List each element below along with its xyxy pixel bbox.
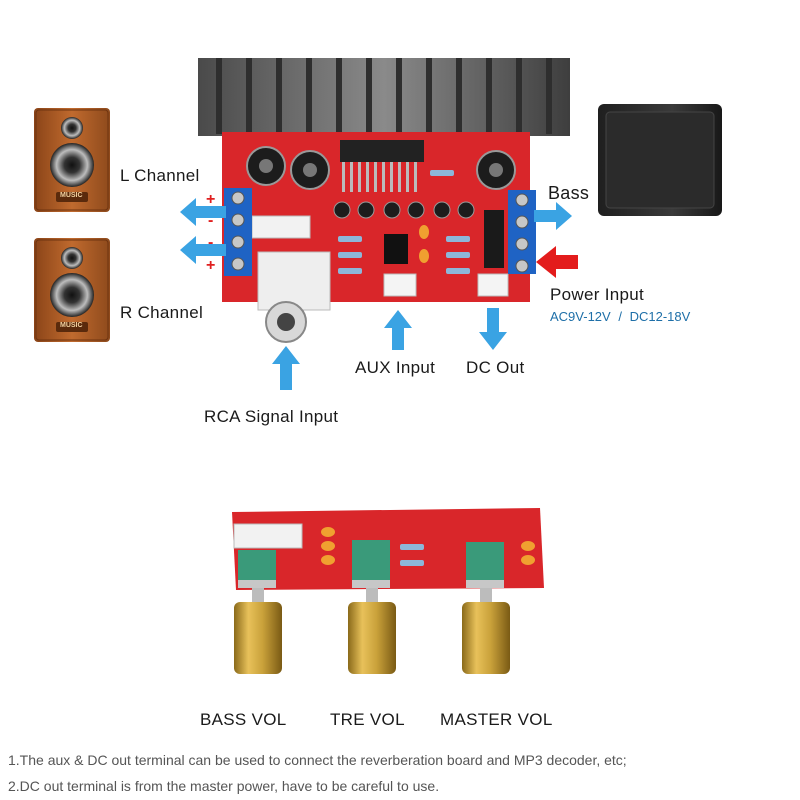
power-spec: AC9V-12V / DC12-18V: [550, 309, 690, 324]
heatsink: [198, 58, 570, 136]
power-input-label: Power Input: [550, 285, 645, 304]
right-speaker-icon: [34, 238, 110, 342]
dc-out-label: DC Out: [466, 358, 525, 377]
speaker-badge: MUSIC: [60, 322, 83, 329]
master-potentiometer: [462, 542, 510, 674]
treble-potentiometer: [348, 540, 396, 674]
left-speaker-icon: [34, 108, 110, 212]
tone-control-board: [232, 508, 544, 674]
main-pcb: [222, 132, 536, 343]
r-channel-label: R Channel: [120, 303, 204, 322]
power-spec-ac: AC9V-12V: [550, 309, 611, 324]
polarity-mark: +: [206, 257, 216, 274]
l-channel-label: L Channel: [120, 166, 200, 185]
power-input-arrow: [536, 246, 578, 278]
tre-vol-label: TRE VOL: [330, 710, 405, 729]
bass-vol-label: BASS VOL: [200, 710, 287, 729]
speaker-badge: MUSIC: [60, 192, 83, 199]
note-2: 2.DC out terminal is from the master pow…: [8, 778, 440, 794]
note-1: 1.The aux & DC out terminal can be used …: [8, 752, 627, 768]
power-spec-separator: /: [618, 309, 622, 324]
amplifier-board-illustration: [34, 58, 722, 390]
subwoofer-icon: [598, 104, 722, 216]
polarity-mark: +: [206, 191, 216, 208]
bass-potentiometer: [234, 550, 282, 674]
aux-input-label: AUX Input: [355, 358, 436, 377]
polarity-mark: -: [208, 212, 214, 229]
rca-signal-input-label: RCA Signal Input: [204, 407, 339, 426]
polarity-mark: -: [208, 234, 214, 251]
master-vol-label: MASTER VOL: [440, 710, 553, 729]
power-spec-dc: DC12-18V: [629, 309, 691, 324]
bass-label: Bass: [548, 183, 590, 203]
output-arrows: [180, 198, 572, 390]
